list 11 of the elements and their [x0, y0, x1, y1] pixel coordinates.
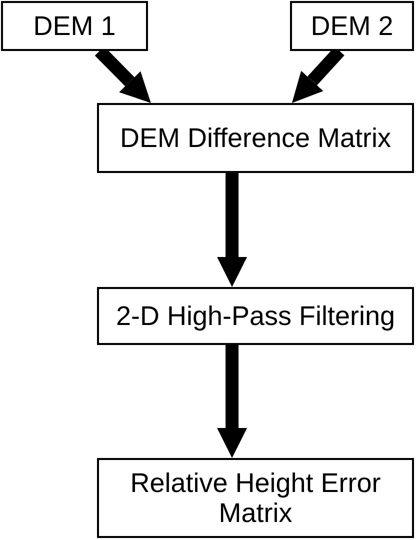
box-label: DEM 1: [33, 11, 116, 41]
process-box: [97, 287, 414, 345]
arrow: [217, 173, 248, 287]
box-label: DEM Difference Matrix: [120, 123, 392, 153]
process-box: [1, 1, 148, 51]
box-label: DEM 2: [310, 11, 394, 41]
box-label: Relative Height Error Matrix: [129, 468, 382, 528]
box-label: 2-D High-Pass Filtering: [116, 301, 396, 331]
process-box: [97, 103, 414, 173]
process-box: [290, 1, 414, 51]
process-box: [97, 458, 414, 538]
